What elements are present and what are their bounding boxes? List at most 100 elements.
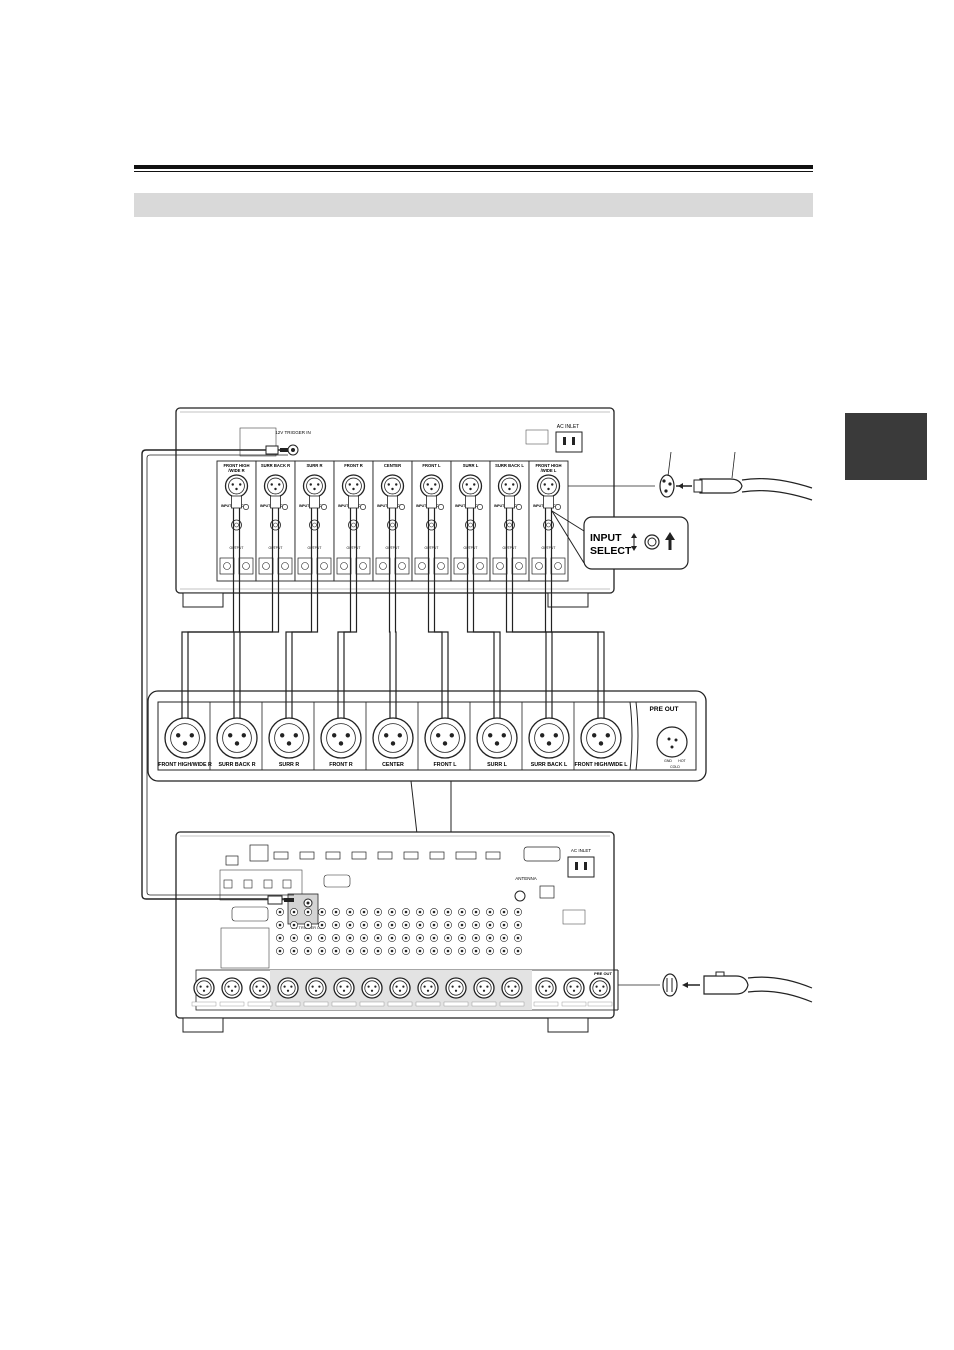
output-label: OUTPUT — [347, 546, 361, 550]
pre-out-connector-4: FRONT R — [313, 702, 362, 770]
amp-module-label: FRONT HIGH — [223, 463, 249, 468]
ethernet-port — [249, 844, 269, 862]
pin-label-cold: COLD — [670, 765, 680, 769]
xlr-cable-9 — [543, 495, 605, 718]
input-select-switch — [282, 504, 288, 510]
receiver-xlr-label-plate — [219, 1001, 245, 1007]
output-label: OUTPUT — [464, 546, 478, 550]
receiver-xlr-label-plate — [415, 1001, 441, 1007]
pre-out-extra-connector: GND HOT COLD — [656, 726, 688, 769]
receiver-xlr-label-plate — [275, 1001, 301, 1007]
analog-audio-inputs — [220, 927, 270, 969]
cable-plug-top — [231, 495, 242, 509]
receiver-xlr-label-plate — [359, 1001, 385, 1007]
pre-out-xlr-jack — [320, 717, 362, 759]
output-label: OUTPUT — [386, 546, 400, 550]
receiver-xlr-label-plate — [587, 1001, 613, 1007]
antenna-label: ANTENNA — [515, 876, 537, 881]
amp-xlr-input — [536, 474, 561, 498]
receiver-ac-inlet-label: AC INLET — [571, 848, 592, 853]
receiver-xlr-label-plate — [303, 1001, 329, 1007]
usb-port — [225, 855, 239, 866]
pre-out-connector-5: CENTER — [365, 702, 414, 770]
amp-xlr-input — [419, 474, 444, 498]
rgb-port — [231, 906, 269, 922]
amp-rating-plate — [525, 429, 549, 445]
amp-ac-inlet: AC INLET — [555, 424, 583, 453]
section-heading-bar — [134, 193, 813, 217]
amp-module-label-2: /WIDE R — [228, 468, 244, 473]
pre-out-connector-9: FRONT HIGH/WIDE L — [573, 702, 629, 770]
xlr-cable-6 — [426, 495, 449, 718]
amp-xlr-input — [380, 474, 405, 498]
amp-xlr-input — [224, 474, 249, 498]
amp-xlr-input — [302, 474, 327, 498]
output-label: OUTPUT — [269, 546, 283, 550]
xlr-cable-1 — [181, 495, 242, 718]
amp-xlr-input — [497, 474, 522, 498]
receiver-xlr-label-plate — [499, 1001, 525, 1007]
leader-line-cable — [731, 451, 736, 479]
trigger-cable — [141, 445, 294, 905]
amp-module-label: CENTER — [384, 463, 401, 468]
amp-module-label: FRONT L — [422, 463, 441, 468]
pre-out-channel-label: SURR L — [487, 762, 507, 768]
receiver-xlr-jack-10 — [445, 977, 467, 999]
pre-out-connector-3: SURR R — [261, 702, 310, 770]
receiver-xlr-jack-15 — [589, 977, 611, 999]
receiver-xlr-connectors — [191, 977, 613, 1007]
amp-speaker-setup-box — [239, 427, 277, 457]
pin-label-gnd: GND — [664, 759, 672, 763]
pre-out-xlr-jack — [580, 717, 622, 759]
amp-module-label: SURR R — [306, 463, 322, 468]
leader-line-connector — [667, 451, 672, 477]
pre-out-connector-6: FRONT L — [417, 702, 466, 770]
amp-xlr-input — [458, 474, 483, 498]
input-select-switch — [438, 504, 444, 510]
amp-module-label: SURR BACK R — [261, 463, 290, 468]
pre-out-channel-label: SURR BACK R — [218, 762, 255, 768]
cable-plug-top — [348, 495, 359, 509]
chapter-side-tab — [845, 413, 927, 480]
pre-out-connector-8: SURR BACK L — [521, 702, 570, 770]
pre-out-connector-2: SURR BACK R — [209, 702, 258, 770]
xlr-interconnect-cables — [181, 495, 605, 718]
receiver-xlr-label-plate — [533, 1001, 559, 1007]
cable-plug-top — [426, 495, 437, 509]
pre-out-connector-7: SURR L — [469, 702, 518, 770]
receiver-xlr-jack-4 — [277, 977, 299, 999]
pre-out-channel-label: FRONT HIGH/WIDE L — [575, 762, 629, 768]
amp-ac-inlet-label: AC INLET — [557, 424, 580, 430]
input-select-callout: INPUT SELECT — [551, 510, 689, 570]
receiver-xlr-label-plate — [561, 1001, 587, 1007]
xlr-cable-illustration-top — [568, 451, 813, 501]
receiver-xlr-jack-6 — [333, 977, 355, 999]
pre-out-xlr-jack — [424, 717, 466, 759]
pre-out-xlr-jack — [216, 717, 258, 759]
input-select-switch — [243, 504, 249, 510]
hdmi-inputs — [273, 851, 501, 860]
pre-out-channel-label: FRONT R — [329, 762, 353, 768]
pre-out-xlr-jack — [372, 717, 414, 759]
digital-audio-inputs — [219, 869, 303, 901]
receiver-xlr-label-plate — [387, 1001, 413, 1007]
insert-arrow-icon-bottom — [682, 982, 688, 988]
receiver-xlr-jack-14 — [563, 977, 585, 999]
xlr-cable-5 — [387, 495, 398, 718]
header-rule-thin — [134, 171, 813, 172]
receiver-rating-plate — [562, 909, 586, 925]
pre-out-heading: PRE OUT — [650, 706, 679, 713]
receiver-xlr-jack-7 — [361, 977, 383, 999]
receiver-ac-inlet: AC INLET — [567, 848, 595, 878]
amp-module-label: FRONT HIGH — [535, 463, 561, 468]
input-select-switch — [399, 504, 405, 510]
up-down-arrow-icon — [631, 533, 637, 551]
pre-out-xlr-jack — [476, 717, 518, 759]
